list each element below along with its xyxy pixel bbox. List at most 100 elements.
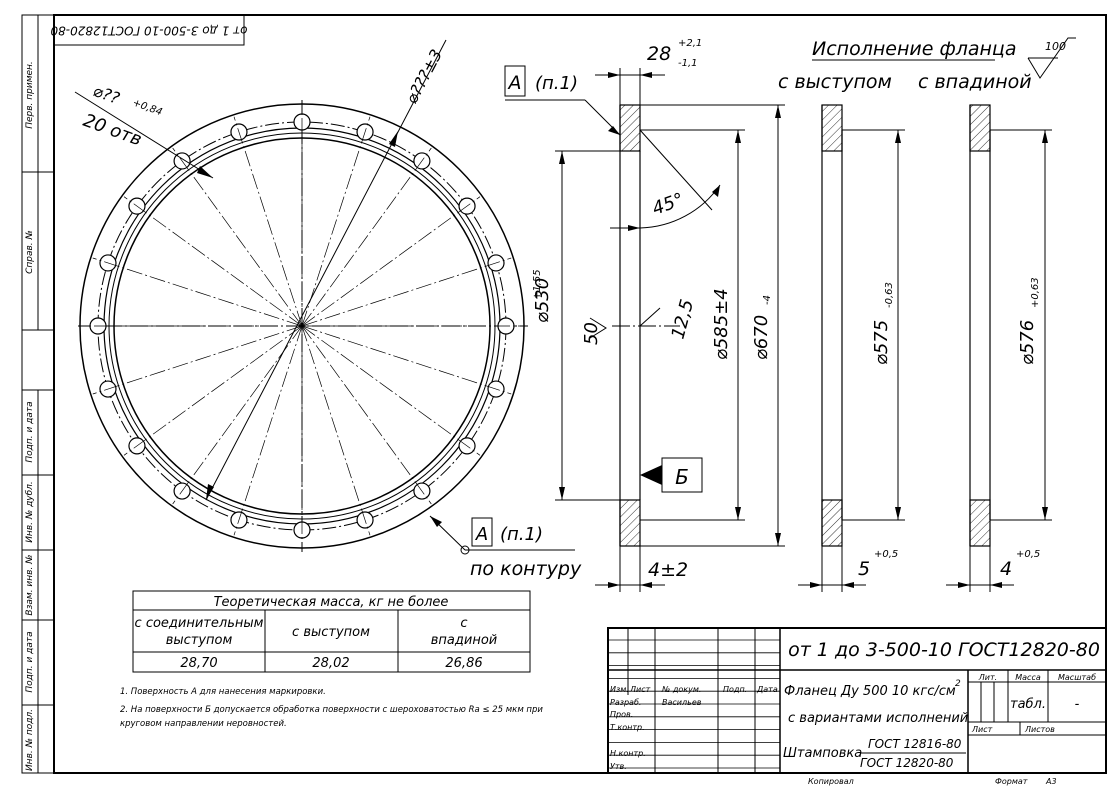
side-label-perv: Перв. примен.	[25, 61, 35, 129]
datum-a-ref: (п.1)	[535, 73, 578, 94]
v2-tol: +0,63	[1030, 277, 1041, 308]
radial-centerline	[301, 325, 432, 505]
v2-height-tol: +0,5	[1016, 549, 1040, 560]
radial-centerline	[301, 325, 481, 456]
radial-centerline	[123, 325, 303, 456]
note-1: 1. Поверхность А для нанесения маркировк…	[120, 687, 326, 697]
tb-masshtab-val: -	[1075, 697, 1080, 712]
section-lower-hatch	[619, 499, 641, 547]
datum-b-triangle	[640, 465, 662, 485]
side-label-sprav: Справ. №	[25, 230, 35, 274]
roughness-value: 12,5	[668, 297, 699, 341]
tb-izm: Изм.	[610, 685, 629, 694]
hole-leader	[74, 91, 214, 179]
thickness-tol-up: +2,1	[678, 38, 702, 49]
radial-centerline	[301, 325, 371, 536]
side-label-dubl: Инв. № дубл.	[25, 481, 35, 543]
note-3: круговом направлении неровностей.	[120, 719, 287, 729]
v2-height: 4	[1000, 558, 1012, 580]
v1-height: 5	[858, 558, 870, 580]
tb-tkontr: Т.контр.	[610, 723, 645, 732]
v1-height-tol: +0,5	[874, 549, 898, 560]
radial-centerline	[233, 325, 303, 536]
side-label-vzam: Взам. инв. №	[25, 554, 35, 615]
footer-format-val: А3	[1045, 777, 1057, 786]
pcd-leader	[205, 39, 447, 501]
mass-header-2: с выступом	[292, 625, 370, 640]
radial-centerlines	[82, 106, 522, 546]
hole-tol: +0,84	[131, 97, 164, 118]
datum-a-box	[504, 65, 526, 97]
v1-tol: -0,63	[884, 282, 895, 308]
radial-centerline	[92, 325, 303, 395]
radial-centerline	[172, 147, 303, 327]
section-upper-hatch	[619, 104, 641, 152]
tb-razrab-name: Васильев	[662, 698, 702, 707]
mass-value-3: 26,86	[445, 656, 482, 671]
datum-a2-box	[471, 517, 493, 547]
hole-dim: ⌀??	[91, 81, 123, 108]
datum-b-box	[661, 457, 703, 493]
inner-frame	[53, 14, 1107, 774]
tb-podp: Подп.	[723, 685, 747, 694]
tb-lit: Лит.	[978, 673, 997, 682]
datum-a-label: А	[507, 72, 522, 94]
variants-title: Исполнение фланца	[812, 38, 1017, 60]
v2-dim: ⌀576	[1017, 320, 1038, 365]
datum-a2-ref: (п.1)	[500, 524, 543, 545]
d670-dim: ⌀670	[751, 315, 772, 360]
tb-razrab: Разраб.	[610, 698, 641, 707]
side-label-podl: Инв. № подл.	[25, 709, 35, 771]
flange-section-view: ⌀530 +1,55 50 ⌀585±4 ⌀670 -4 12,5 45° 28…	[504, 38, 785, 592]
radial-centerline	[92, 257, 303, 327]
variants-view: Исполнение фланца 100 с выступом с впади…	[778, 37, 1076, 592]
datum-a2: А	[475, 524, 488, 545]
radial-centerline	[301, 116, 371, 327]
bore-dim: ⌀530	[532, 278, 553, 323]
tb-sheets: Листов	[1024, 725, 1055, 734]
notes: 1. Поверхность А для нанесения маркировк…	[120, 687, 543, 729]
radial-centerline	[301, 196, 481, 327]
part-name-2: с вариантами исполнений	[788, 711, 968, 726]
title-block: от 1 до 3-500-10 ГОСТ12820-80 Изм. Лист …	[607, 627, 1107, 774]
tb-prov: Пров.	[610, 710, 633, 719]
designation: от 1 до 3-500-10 ГОСТ12820-80	[788, 639, 1100, 661]
hole-count: 20 отв	[80, 110, 144, 151]
datum-b-label: Б	[675, 465, 689, 489]
material-std-1: ГОСТ 12816-80	[868, 737, 962, 751]
mass-header-1b: выступом	[166, 633, 233, 648]
part-name-sup: 2	[955, 679, 961, 689]
mass-header-3b: впадиной	[431, 633, 497, 648]
radial-centerline	[301, 325, 512, 395]
material-std-2: ГОСТ 12820-80	[860, 756, 954, 770]
variant1-title: с выступом	[778, 71, 892, 93]
side-label-podp2: Подп. и дата	[25, 631, 35, 692]
mass-value-1: 28,70	[180, 656, 217, 671]
thickness-tol-low: -1,1	[678, 58, 698, 69]
tb-massa-val: табл.	[1010, 697, 1046, 712]
radial-centerline	[301, 257, 512, 327]
mass-header-1a: с соединительным	[135, 616, 264, 631]
footer-format: Формат	[995, 777, 1028, 786]
left-strip: Перв. примен. Справ. № Подп. и дата Инв.…	[22, 14, 54, 773]
tb-utv: Утв.	[610, 762, 627, 771]
tb-massa: Масса	[1015, 673, 1041, 682]
raise-dim: 4±2	[648, 559, 688, 581]
footer-copied: Копировал	[808, 777, 854, 786]
tb-dokum: № докум.	[661, 685, 701, 694]
chamfer-angle: 45°	[650, 189, 687, 220]
v1-dim: ⌀575	[871, 320, 892, 365]
radial-centerline	[233, 116, 303, 327]
mass-value-2: 28,02	[312, 656, 349, 671]
top-stamp: от 1 до 3-500-10 ГОСТ12820-80	[50, 14, 247, 46]
tb-masshtab: Масштаб	[1058, 673, 1096, 682]
top-stamp-text: от 1 до 3-500-10 ГОСТ12820-80	[50, 24, 247, 38]
pcd-dim: ⌀???±3	[402, 46, 446, 107]
flange-plan-view: ⌀?? +0,84 20 отв ⌀???±3 А (п.1) по конту…	[74, 39, 582, 580]
tb-data: Дата	[756, 685, 778, 694]
hub-dim: 50	[581, 322, 602, 345]
bore-tol: +1,55	[532, 269, 543, 300]
radial-centerline	[301, 147, 432, 327]
note-2: 2. На поверхности Б допускается обработк…	[120, 705, 543, 715]
